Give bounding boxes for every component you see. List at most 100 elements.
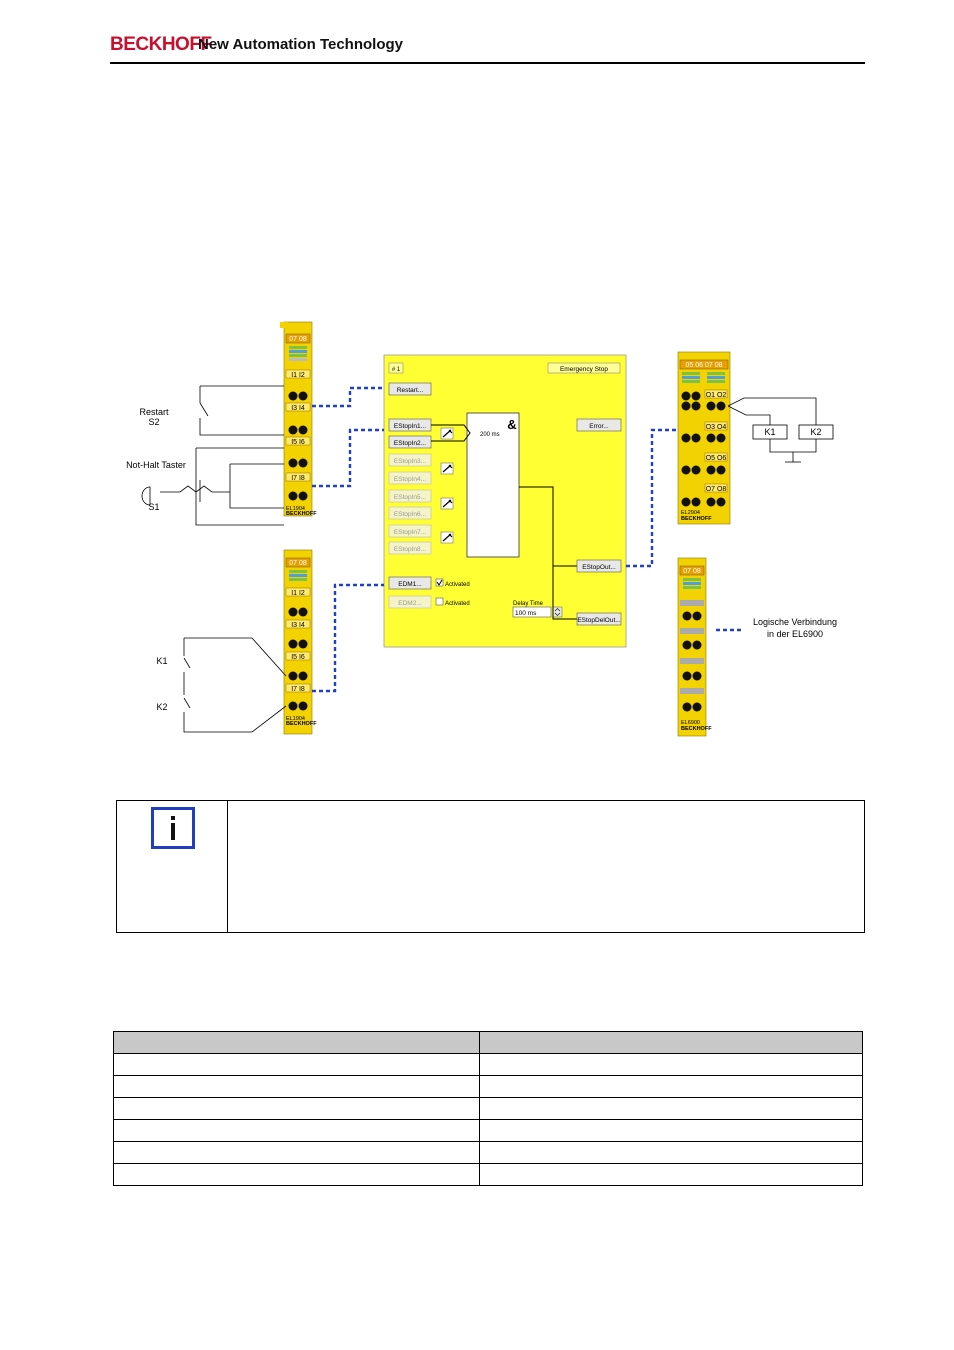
terminal-el1904-bottom: 07 08 I1 I2 I3 I4 I5 I6 I7 I8 EL1904 BEC… (283, 549, 317, 735)
function-block-panel: # 1 Emergency Stop Restart... EStopIn1..… (383, 354, 627, 648)
table-cell (113, 1075, 480, 1098)
error-button[interactable]: Error... (576, 418, 622, 432)
row-label-3: I5 I6 (291, 654, 305, 661)
delay-time-input[interactable]: 100 ms (512, 606, 552, 618)
restart-button[interactable]: Restart... (388, 382, 432, 396)
info-icon (151, 807, 195, 849)
and-block (466, 412, 520, 558)
wrench-icon[interactable] (440, 462, 454, 475)
note-divider (227, 801, 228, 932)
table-cell (113, 1097, 480, 1120)
note-box (116, 800, 865, 933)
restart-button-label: Restart... (397, 387, 424, 394)
table-cell (479, 1163, 863, 1186)
label-s2: S2 (148, 417, 159, 427)
table-header-row (113, 1031, 863, 1054)
edm1-label: EDM1... (398, 581, 422, 588)
row-label-4: I7 I8 (291, 475, 305, 482)
estop-delout-label: EStopDelOut... (577, 617, 621, 624)
label-restart: Restart (139, 407, 169, 417)
label-k1-right: K1 (764, 427, 775, 437)
wiring-left-2 (183, 637, 287, 733)
table-row (113, 1119, 863, 1142)
terminal-top-label: 07 08 (683, 568, 701, 575)
data-table (113, 1031, 863, 1186)
page-header: BECKHOFF New Automation Technology (110, 30, 865, 64)
edm2-label: EDM2... (398, 600, 422, 607)
wrench-icon[interactable] (440, 531, 454, 544)
label-k2-right: K2 (810, 427, 821, 437)
table-cell (479, 1053, 863, 1076)
estop-in4-button[interactable]: EStopIn4... (388, 471, 432, 485)
table-row (113, 1097, 863, 1120)
table-row (113, 1163, 863, 1186)
label-s1: S1 (148, 502, 159, 512)
estop-in-label: EStopIn7... (394, 529, 426, 536)
estop-delout-button[interactable]: EStopDelOut... (576, 612, 622, 626)
estop-in-label: EStopIn1... (394, 423, 426, 430)
table-cell (113, 1053, 480, 1076)
estop-in-label: EStopIn6... (394, 511, 426, 518)
table-cell (113, 1163, 480, 1186)
table-cell (479, 1141, 863, 1164)
edm2-activated-checkbox[interactable] (435, 597, 444, 606)
terminal-model: EL2904 (681, 510, 700, 516)
estop-out-button[interactable]: EStopOut... (576, 559, 622, 573)
label-k2-left: K2 (156, 702, 167, 712)
terminal-model: EL1904 (286, 506, 305, 512)
terminal-el1904-top: 07 08 I1 I2 I3 I4 I5 I6 I7 I8 EL1904 BEC… (280, 321, 317, 517)
estop-in1-button[interactable]: EStopIn1... (388, 418, 432, 432)
delay-spinner[interactable] (552, 606, 563, 618)
terminal-model: EL6900 (681, 720, 700, 726)
table-cell (113, 1141, 480, 1164)
terminal-brand: BECKHOFF (286, 721, 317, 727)
estop-in2-button[interactable]: EStopIn2... (388, 435, 432, 449)
estop-in3-button[interactable]: EStopIn3... (388, 453, 432, 467)
row-label-1: I1 I2 (291, 590, 305, 597)
error-button-label: Error... (589, 423, 609, 430)
tagline: New Automation Technology (198, 36, 403, 53)
estop-in-label: EStopIn3... (394, 458, 426, 465)
table-header-cell (479, 1031, 863, 1054)
estop-in7-button[interactable]: EStopIn7... (388, 524, 432, 538)
terminal-model: EL1904 (286, 716, 305, 722)
label-not-halt: Not-Halt Taster (126, 460, 186, 470)
table-header-cell (113, 1031, 480, 1054)
estop-in-label: EStopIn5... (394, 494, 426, 501)
row-label-1: I1 I2 (291, 372, 305, 379)
estop-in-label: EStopIn8... (394, 546, 426, 553)
fb-title: Emergency Stop (560, 366, 608, 373)
terminal-el2904: 05 06 07 08 O1 O2 O3 O4 O5 O6 O7 O8 EL29… (677, 351, 731, 525)
header-rule (110, 62, 865, 64)
table-cell (113, 1119, 480, 1142)
row-label-2: O3 O4 (706, 424, 727, 431)
edm1-activated-checkbox[interactable] (435, 578, 444, 587)
edm1-button[interactable]: EDM1... (388, 576, 432, 590)
terminal-brand: BECKHOFF (681, 516, 712, 522)
estop-inputs: EStopIn1... EStopIn2... EStopIn3... ESto… (388, 418, 432, 555)
terminal-top-label: 07 08 (289, 336, 307, 343)
beckhoff-logo: BECKHOFF (110, 34, 212, 55)
estop-in-label: EStopIn2... (394, 440, 426, 447)
table-row (113, 1075, 863, 1098)
estop-in8-button[interactable]: EStopIn8... (388, 541, 432, 555)
row-label-2: I3 I4 (291, 405, 305, 412)
table-cell (479, 1119, 863, 1142)
estop-in5-button[interactable]: EStopIn5... (388, 489, 432, 503)
wiring-diagram: 07 08 I1 I2 I3 I4 I5 I6 I7 I8 EL1904 BEC… (126, 321, 837, 737)
legend-line1: Logische Verbindung (753, 617, 837, 627)
row-label-4: O7 O8 (706, 486, 727, 493)
wrench-icon[interactable] (440, 427, 454, 440)
table-row (113, 1053, 863, 1076)
estop-in6-button[interactable]: EStopIn6... (388, 506, 432, 520)
row-label-3: I5 I6 (291, 439, 305, 446)
row-label-1: O1 O2 (706, 392, 727, 399)
wrench-icon[interactable] (440, 497, 454, 510)
edm2-activated-label: Activated (445, 601, 470, 607)
terminal-brand: BECKHOFF (681, 726, 712, 732)
label-k1-left: K1 (156, 656, 167, 666)
terminal-top-label: 05 06 07 08 (686, 362, 723, 369)
edm2-button[interactable]: EDM2... (388, 595, 432, 609)
relay-k1 (752, 424, 788, 440)
and-symbol: & (507, 417, 516, 432)
